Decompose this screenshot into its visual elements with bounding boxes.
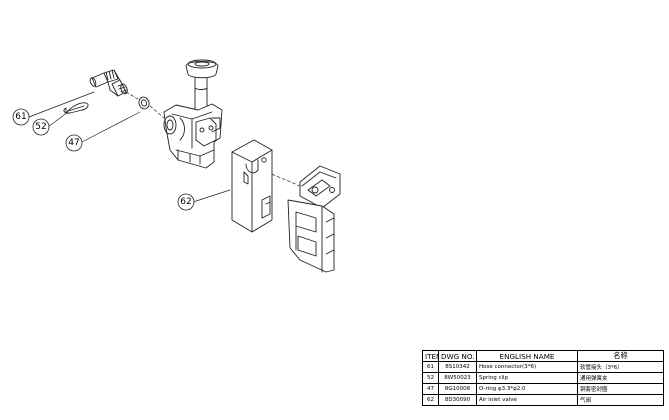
- bom-item-cell: 62: [422, 394, 439, 406]
- spring-clip-part: [63, 102, 89, 114]
- bom-item-cell: 61: [422, 361, 439, 373]
- bom-dwg-cell: 8W50023: [438, 372, 477, 384]
- callout-62: 62: [177, 193, 195, 211]
- leader-lines: [28, 91, 231, 203]
- table-row: 62 8D30090 Air inlet valve 气阀: [422, 394, 664, 406]
- bom-english-cell: Spring clip: [476, 372, 578, 384]
- callout-61: 61: [12, 108, 30, 126]
- table-row: 52 8W50023 Spring clip 通用弹簧夹: [422, 372, 664, 384]
- bom-dwg-cell: 8D30090: [438, 394, 477, 406]
- valve-body-part: [163, 59, 223, 169]
- callout-47: 47: [65, 134, 83, 152]
- bom-header-chinese-name: 名称: [577, 350, 664, 362]
- bom-chinese-cell: 气阀: [577, 394, 664, 406]
- callout-52: 52: [32, 118, 50, 136]
- bom-chinese-cell: 铜套密封圈: [577, 383, 664, 395]
- bom-item-cell: 47: [422, 383, 439, 395]
- svg-text:47: 47: [68, 138, 79, 148]
- bom-item-cell: 52: [422, 372, 439, 384]
- bom-chinese-cell: 软管接头（3*6）: [577, 361, 664, 373]
- bom-chinese-cell: 通用弹簧夹: [577, 372, 664, 384]
- bom-header-item: ITEM: [422, 350, 439, 362]
- air-inlet-valve-part: [231, 139, 273, 233]
- o-ring-part: [138, 96, 150, 110]
- bom-english-cell: O-ring φ3.3*φ2.0: [476, 383, 578, 395]
- svg-text:62: 62: [180, 197, 191, 207]
- bom-dwg-cell: 8S10342: [438, 361, 477, 373]
- bom-header-english-name: ENGLISH NAME: [476, 350, 578, 362]
- table-row: 61 8S10342 Hose connector(3*6) 软管接头（3*6）: [422, 361, 664, 373]
- solenoid-plate-part: [287, 165, 341, 273]
- bom-header-dwg-no: DWG NO.: [438, 350, 477, 362]
- bom-english-cell: Hose connector(3*6): [476, 361, 578, 373]
- bill-of-materials-table: ITEM DWG NO. ENGLISH NAME 名称 61 8S10342 …: [422, 350, 664, 406]
- bom-dwg-cell: 8G10008: [438, 383, 477, 395]
- svg-text:52: 52: [35, 122, 46, 132]
- svg-text:61: 61: [15, 112, 26, 122]
- bom-header-row: ITEM DWG NO. ENGLISH NAME 名称: [422, 350, 664, 362]
- bom-english-cell: Air inlet valve: [476, 394, 578, 406]
- table-row: 47 8G10008 O-ring φ3.3*φ2.0 铜套密封圈: [422, 383, 664, 395]
- hose-connector-part: [89, 69, 128, 97]
